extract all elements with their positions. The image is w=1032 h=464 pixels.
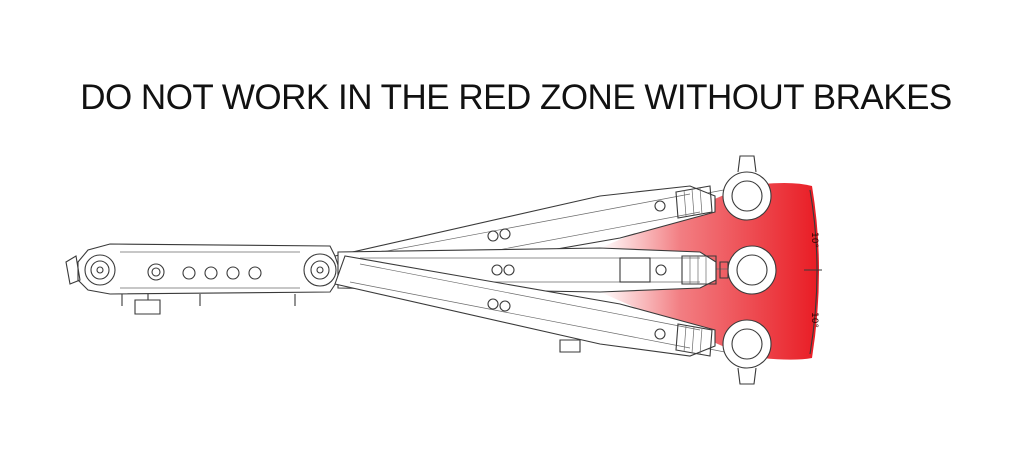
dimension-arc [804, 189, 822, 355]
warning-heading: DO NOT WORK IN THE RED ZONE WITHOUT BRAK… [80, 78, 952, 117]
pivot-joint [303, 253, 337, 287]
angle-label-upper: 10° [809, 232, 819, 248]
base-arm [65, 243, 339, 315]
angle-label-lower: 10° [809, 312, 819, 328]
boom-lower-position [334, 255, 772, 385]
